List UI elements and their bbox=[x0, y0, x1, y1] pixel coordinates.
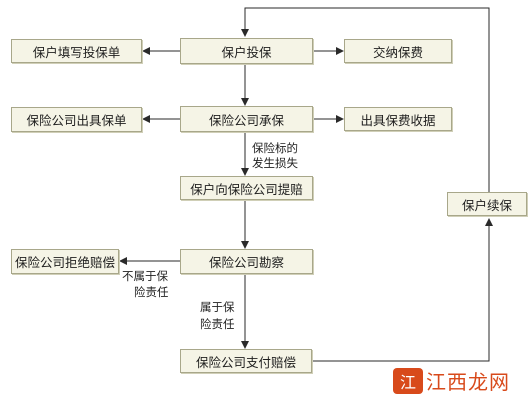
node-underwrite: 保险公司承保 bbox=[180, 106, 313, 132]
node-issue-receipt: 出具保费收据 bbox=[344, 107, 452, 131]
node-fill-form: 保户填写投保单 bbox=[11, 39, 142, 63]
label-loss-line2: 发生损失 bbox=[252, 156, 298, 170]
node-issue-policy: 保险公司出具保单 bbox=[11, 107, 142, 132]
watermark-text: 江西龙网 bbox=[426, 370, 510, 394]
arrow-pay-claim-to-renew bbox=[312, 218, 493, 362]
arrow-renew-to-apply bbox=[241, 7, 490, 192]
label-not-covered-line1: 不属于保 bbox=[122, 269, 168, 283]
watermark: 江 江西龙网 bbox=[393, 366, 510, 395]
watermark-logo-icon: 江 bbox=[393, 367, 423, 394]
label-covered-line1: 属于保 bbox=[200, 300, 235, 314]
node-pay-premium: 交纳保费 bbox=[344, 39, 452, 63]
node-pay-claim: 保险公司支付赔偿 bbox=[180, 349, 312, 373]
node-claim: 保户向保险公司提赔 bbox=[180, 176, 313, 200]
label-loss-line1: 保险标的 bbox=[252, 141, 298, 155]
node-refuse: 保险公司拒绝赔偿 bbox=[11, 249, 119, 274]
label-covered-line2: 险责任 bbox=[200, 317, 235, 331]
node-renew: 保户续保 bbox=[447, 192, 527, 216]
node-apply: 保户投保 bbox=[180, 38, 313, 64]
node-survey: 保险公司勘察 bbox=[180, 249, 313, 274]
label-not-covered-line2: 险责任 bbox=[134, 285, 169, 299]
